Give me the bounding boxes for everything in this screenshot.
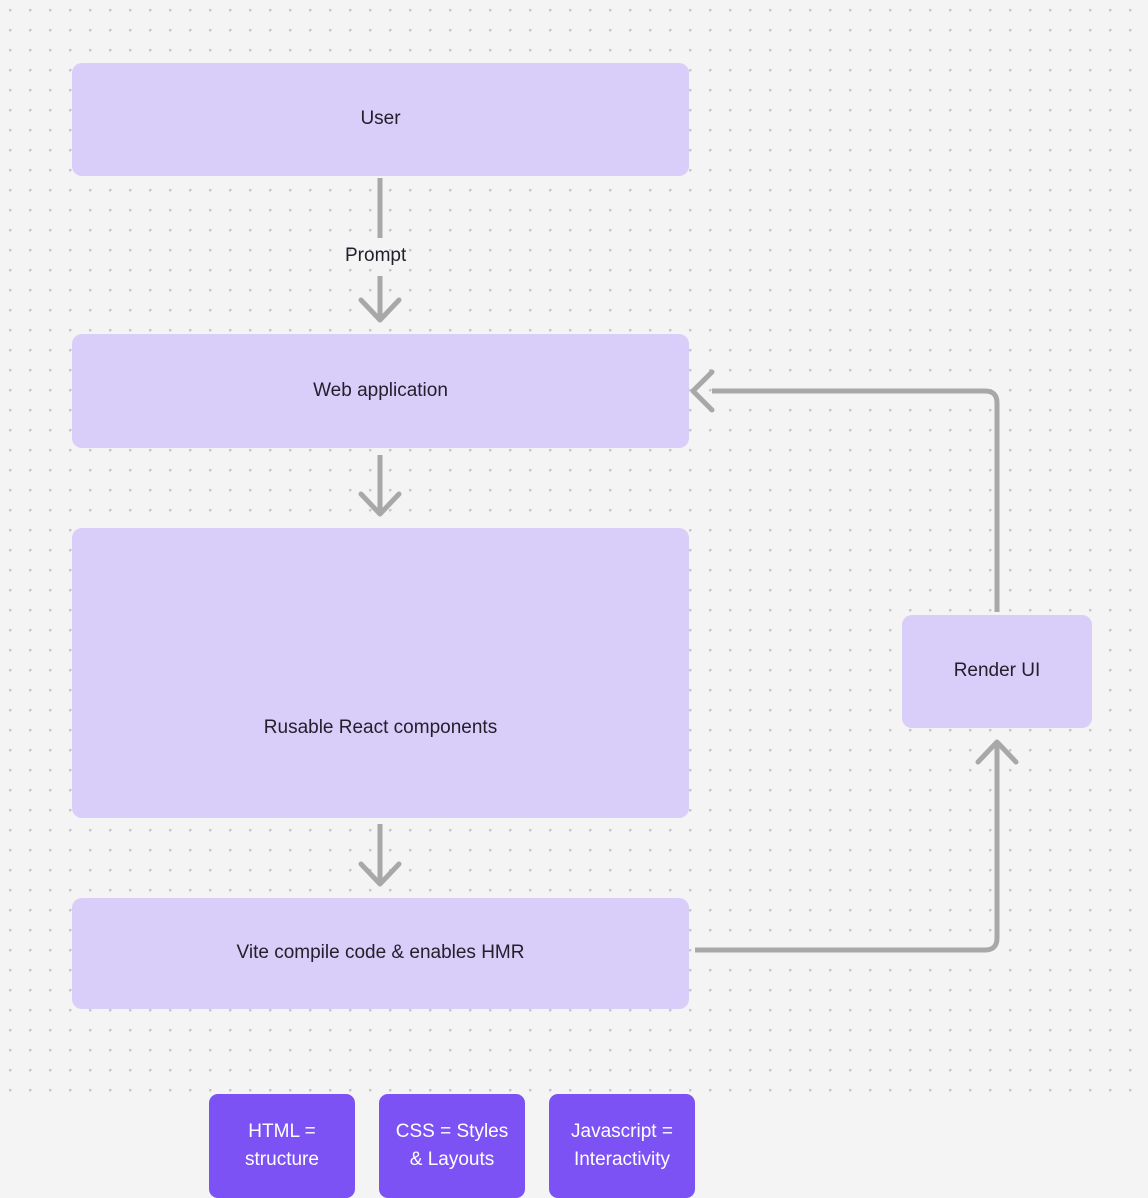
node-web-application[interactable]: Web application bbox=[72, 334, 689, 448]
node-react-group-label: Rusable React components bbox=[263, 717, 498, 738]
edge-web-to-react bbox=[358, 455, 402, 517]
node-user[interactable]: User bbox=[72, 63, 689, 176]
node-react-components-group[interactable]: HTML = structure CSS = Styles & Layouts … bbox=[72, 528, 695, 1198]
node-vite[interactable]: Vite compile code & enables HMR bbox=[72, 898, 689, 1009]
edge-render-to-web bbox=[690, 369, 1000, 612]
node-javascript[interactable]: Javascript = Interactivity bbox=[549, 1094, 695, 1198]
edge-label-prompt: Prompt bbox=[345, 245, 407, 266]
node-html[interactable]: HTML = structure bbox=[209, 1094, 355, 1198]
node-render-ui[interactable]: Render UI bbox=[902, 615, 1092, 728]
edge-react-to-vite bbox=[358, 824, 402, 887]
node-css[interactable]: CSS = Styles & Layouts bbox=[379, 1094, 525, 1198]
edge-vite-to-render bbox=[695, 739, 1019, 953]
